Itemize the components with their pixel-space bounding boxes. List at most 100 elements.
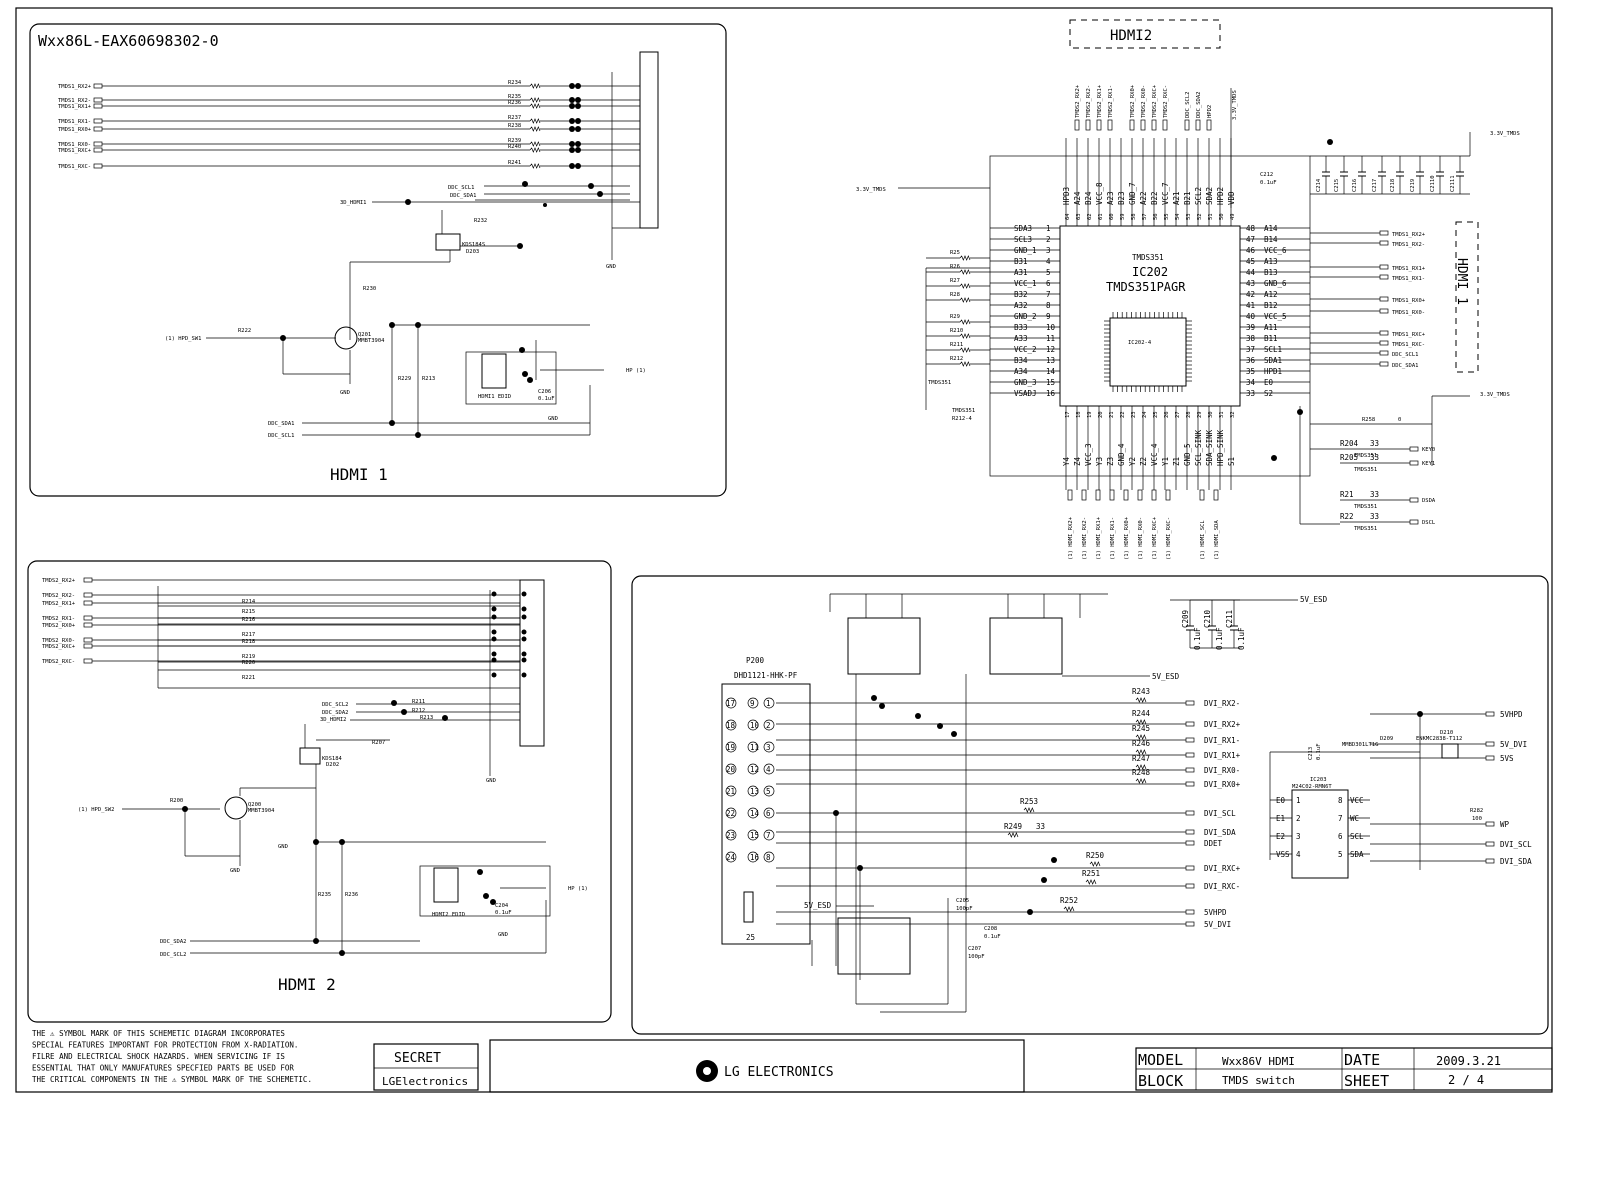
hdmi1-resistor: R237 <box>508 115 521 121</box>
svg-text:GND: GND <box>548 416 558 422</box>
tmds-decoup-cap: C2110 <box>1430 175 1436 192</box>
hdmi1-title: Wxx86L-EAX60698302-0 <box>38 32 219 50</box>
dvi-signal-label: DDET <box>1204 839 1223 848</box>
dvi-eeprom-right-pin: WC <box>1350 814 1359 823</box>
hdmi1-ddc-scl: DDC_SCL1 <box>448 185 475 191</box>
dvi-eeprom-left-num: 2 <box>1296 814 1301 823</box>
tmds-right-signal: TMDS1_RXC+ <box>1392 332 1426 338</box>
dvi-r282-val: 100 <box>1472 816 1482 822</box>
tmds-left-num: 6 <box>1046 279 1051 288</box>
dvi-signal-label: DVI_SDA <box>1204 828 1236 837</box>
tmds-right-num: 39 <box>1246 323 1255 332</box>
tmds-bottom-pin: Z3 <box>1106 457 1115 466</box>
tmds-bottom-pin: SDA_SINK <box>1205 429 1214 466</box>
tmds-chip-name: TMDS351 <box>1132 253 1164 262</box>
tmds-supply-right: 3.3V_TMDS <box>1490 131 1520 137</box>
dvi-esd-label-3: 5V_ESD <box>804 901 832 910</box>
dvi-signal-label: DVI_SCL <box>1204 809 1236 818</box>
tmds-left-resistor: R28 <box>950 292 960 298</box>
tmds-right-num: 43 <box>1246 279 1255 288</box>
hdmi2-ddc-sda: DDC_SDA2 <box>322 710 349 716</box>
tmds-bottom-num: 19 <box>1087 411 1093 418</box>
tmds-bottom-num: 30 <box>1208 411 1214 418</box>
tmds-right-pin: HPD1 <box>1264 367 1282 376</box>
tmds-right-num: 41 <box>1246 301 1255 310</box>
tmds-right-num: 33 <box>1246 389 1255 398</box>
notice-line: THE CRITICAL COMPONENTS IN THE ⚠ SYMBOL … <box>32 1075 312 1084</box>
hdmi2-ddc-sda-bus: DDC_SDA2 <box>160 939 187 945</box>
tmds-left-num: 4 <box>1046 257 1051 266</box>
dvi-esd-3 <box>837 917 911 975</box>
tmds-left-num: 3 <box>1046 246 1051 255</box>
dvi-c205-val: 100pF <box>956 906 973 912</box>
tmds-left-pin: A31 <box>1014 268 1028 277</box>
tmds-key-res: R204 <box>1340 439 1359 448</box>
tmds-right-signal: TMDS1_RX1+ <box>1392 266 1426 272</box>
tmds-left-num: 12 <box>1046 345 1055 354</box>
tmds-cap-val: 0.1uF <box>1260 180 1277 186</box>
dvi-pin-left: 22 <box>726 809 735 818</box>
hdmi2-header-box <box>1069 19 1221 49</box>
tmds-left-num: 1 <box>1046 224 1051 233</box>
tmds-top-signal: TMDS2_RXC+ <box>1152 84 1158 118</box>
svg-text:R232: R232 <box>474 218 487 224</box>
dvi-pin-right: 8 <box>766 853 771 862</box>
tmds-bottom-num: 17 <box>1065 411 1071 418</box>
hdmi2-signal-label: TMDS2_RXC+ <box>42 644 76 650</box>
tmds-top-num: 53 <box>1186 213 1192 220</box>
tmds-bottom-signal: (1) HDMI_RX0+ <box>1124 516 1130 560</box>
hdmi1-transistor <box>334 326 358 350</box>
tmds-bottom-pin: SCL_SINK <box>1194 429 1203 466</box>
svg-text:R212-4: R212-4 <box>952 416 973 422</box>
hdmi1-frame <box>29 23 727 497</box>
tmds-top-signal: HPD2 <box>1207 105 1213 118</box>
hdmi2-ddc-scl-bus: DDC_SCL2 <box>160 952 187 958</box>
hdmi2-frame <box>27 560 612 1023</box>
tmds-left-pin: A34 <box>1014 367 1028 376</box>
tmds-top-signal: TMDS2_RX1+ <box>1097 84 1103 118</box>
hdmi2-signal-label: TMDS2_RX2+ <box>42 578 76 584</box>
tmds-bottom-signal: (1) HDMI_RX0- <box>1138 517 1144 560</box>
hdmi1-ddc-sda: DDC_SDA1 <box>450 193 477 199</box>
hdmi2-resistor: R215 <box>242 609 255 615</box>
dvi-right-out: WP <box>1500 820 1510 829</box>
tmds-top-pin: VDD <box>1227 191 1236 205</box>
dvi-c208-val: 0.1uF <box>984 934 1001 940</box>
dvi-eeprom-right-num: 6 <box>1338 832 1343 841</box>
tmds-chip-part: TMDS351PAGR <box>1106 280 1186 294</box>
tmds-top-num: 56 <box>1153 213 1159 220</box>
hdmi1-resistor: R238 <box>508 123 521 129</box>
tmds-left-num: 15 <box>1046 378 1055 387</box>
svg-text:R235: R235 <box>318 892 331 898</box>
hdmi1-side-label: HDMI 1 <box>1454 258 1469 305</box>
dvi-right-out: 5VS <box>1500 754 1514 763</box>
tmds-top-num: 61 <box>1098 213 1104 220</box>
tmds-right-signal: TMDS1_RXC- <box>1392 342 1425 348</box>
tmds-bottom-pin: GND_5 <box>1183 443 1192 466</box>
tmds-left-resistor: R212 <box>950 356 963 362</box>
hdmi1-signal-label: TMDS1_RX2+ <box>58 84 92 90</box>
tmds-top-pin: B21 <box>1183 191 1192 205</box>
tmds-right-signal: TMDS1_RX1- <box>1392 276 1425 282</box>
tmds-bottom-pin: Z2 <box>1139 457 1148 466</box>
tmds-right-pin: SDA1 <box>1264 356 1282 365</box>
tmds-key-tag: TMDS351 <box>1354 504 1377 510</box>
tmds-top-pin: A21 <box>1172 191 1181 205</box>
hdmi2-transistor <box>224 796 248 820</box>
tmds-top-pin: A24 <box>1073 191 1082 205</box>
hdmi2-signal-group: TMDS2_RX2+R214TMDS2_RX2-R215TMDS2_RX1+R2… <box>42 577 527 689</box>
tmds-top-signal: TMDS2_RXC- <box>1163 85 1169 118</box>
tmds-bottom-num: 32 <box>1230 411 1236 418</box>
tmds-top-num: 62 <box>1087 213 1093 220</box>
tmds-top-pin: VCC_8 <box>1095 182 1104 205</box>
tmds-right-signal: TMDS1_RX0+ <box>1392 298 1426 304</box>
hdmi1-signal-label: TMDS1_RXC- <box>58 164 91 170</box>
tmds-decoup-cap: C216 <box>1352 179 1358 192</box>
tmds-top-pin: VCC_7 <box>1161 182 1170 205</box>
hdmi2-hotplug: (1) HPD_SW2 <box>78 807 114 813</box>
dvi-eeprom-right-pin: SDA <box>1350 850 1364 859</box>
tmds-top-pin: HPD2 <box>1216 187 1225 205</box>
tmds-key-label: KEY0 <box>1422 447 1435 453</box>
tmds-bottom-signal: (1) HDMI_RX2- <box>1082 517 1088 560</box>
